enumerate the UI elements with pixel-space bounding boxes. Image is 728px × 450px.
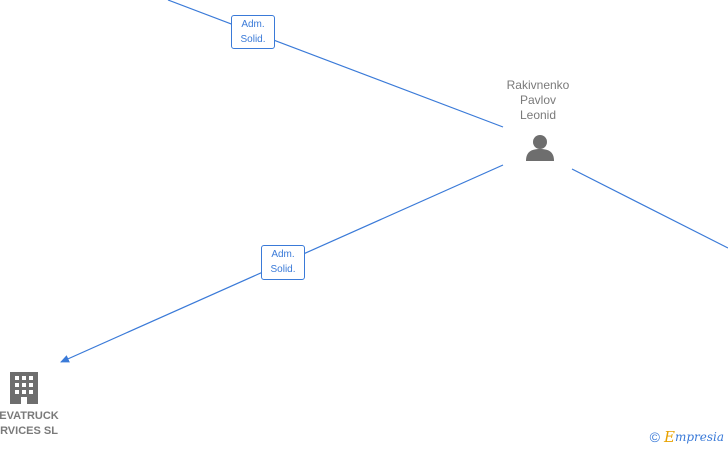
copyright-icon: © xyxy=(649,429,660,445)
edge-role-line: Solid. xyxy=(270,264,296,275)
edge-role-line: Adm. xyxy=(241,19,265,30)
edge-role-line: Solid. xyxy=(240,34,266,45)
edge-role-badge[interactable]: Adm. Solid. xyxy=(261,245,305,280)
brand-logo-text: mpresia xyxy=(674,430,724,444)
brand-footer[interactable]: © E mpresia xyxy=(650,428,724,446)
company-name[interactable]: EVATRUCK RVICES SL xyxy=(0,409,66,439)
person-name[interactable]: Rakivnenko Pavlov Leonid xyxy=(488,78,588,123)
person-name-line: Rakivnenko xyxy=(506,78,570,92)
edge-role-badge[interactable]: Adm. Solid. xyxy=(231,15,275,49)
edge-line-top xyxy=(167,0,504,128)
brand-logo-initial: E xyxy=(663,428,675,446)
company-name-line: EVATRUCK xyxy=(0,410,59,422)
edge-role-line: Adm. xyxy=(271,249,295,260)
edge-line-right xyxy=(571,168,728,249)
company-name-line: RVICES SL xyxy=(0,425,58,437)
person-name-line: Pavlov xyxy=(519,93,557,107)
person-name-line: Leonid xyxy=(519,108,557,122)
person-icon[interactable] xyxy=(526,135,554,161)
building-icon[interactable] xyxy=(10,372,38,404)
